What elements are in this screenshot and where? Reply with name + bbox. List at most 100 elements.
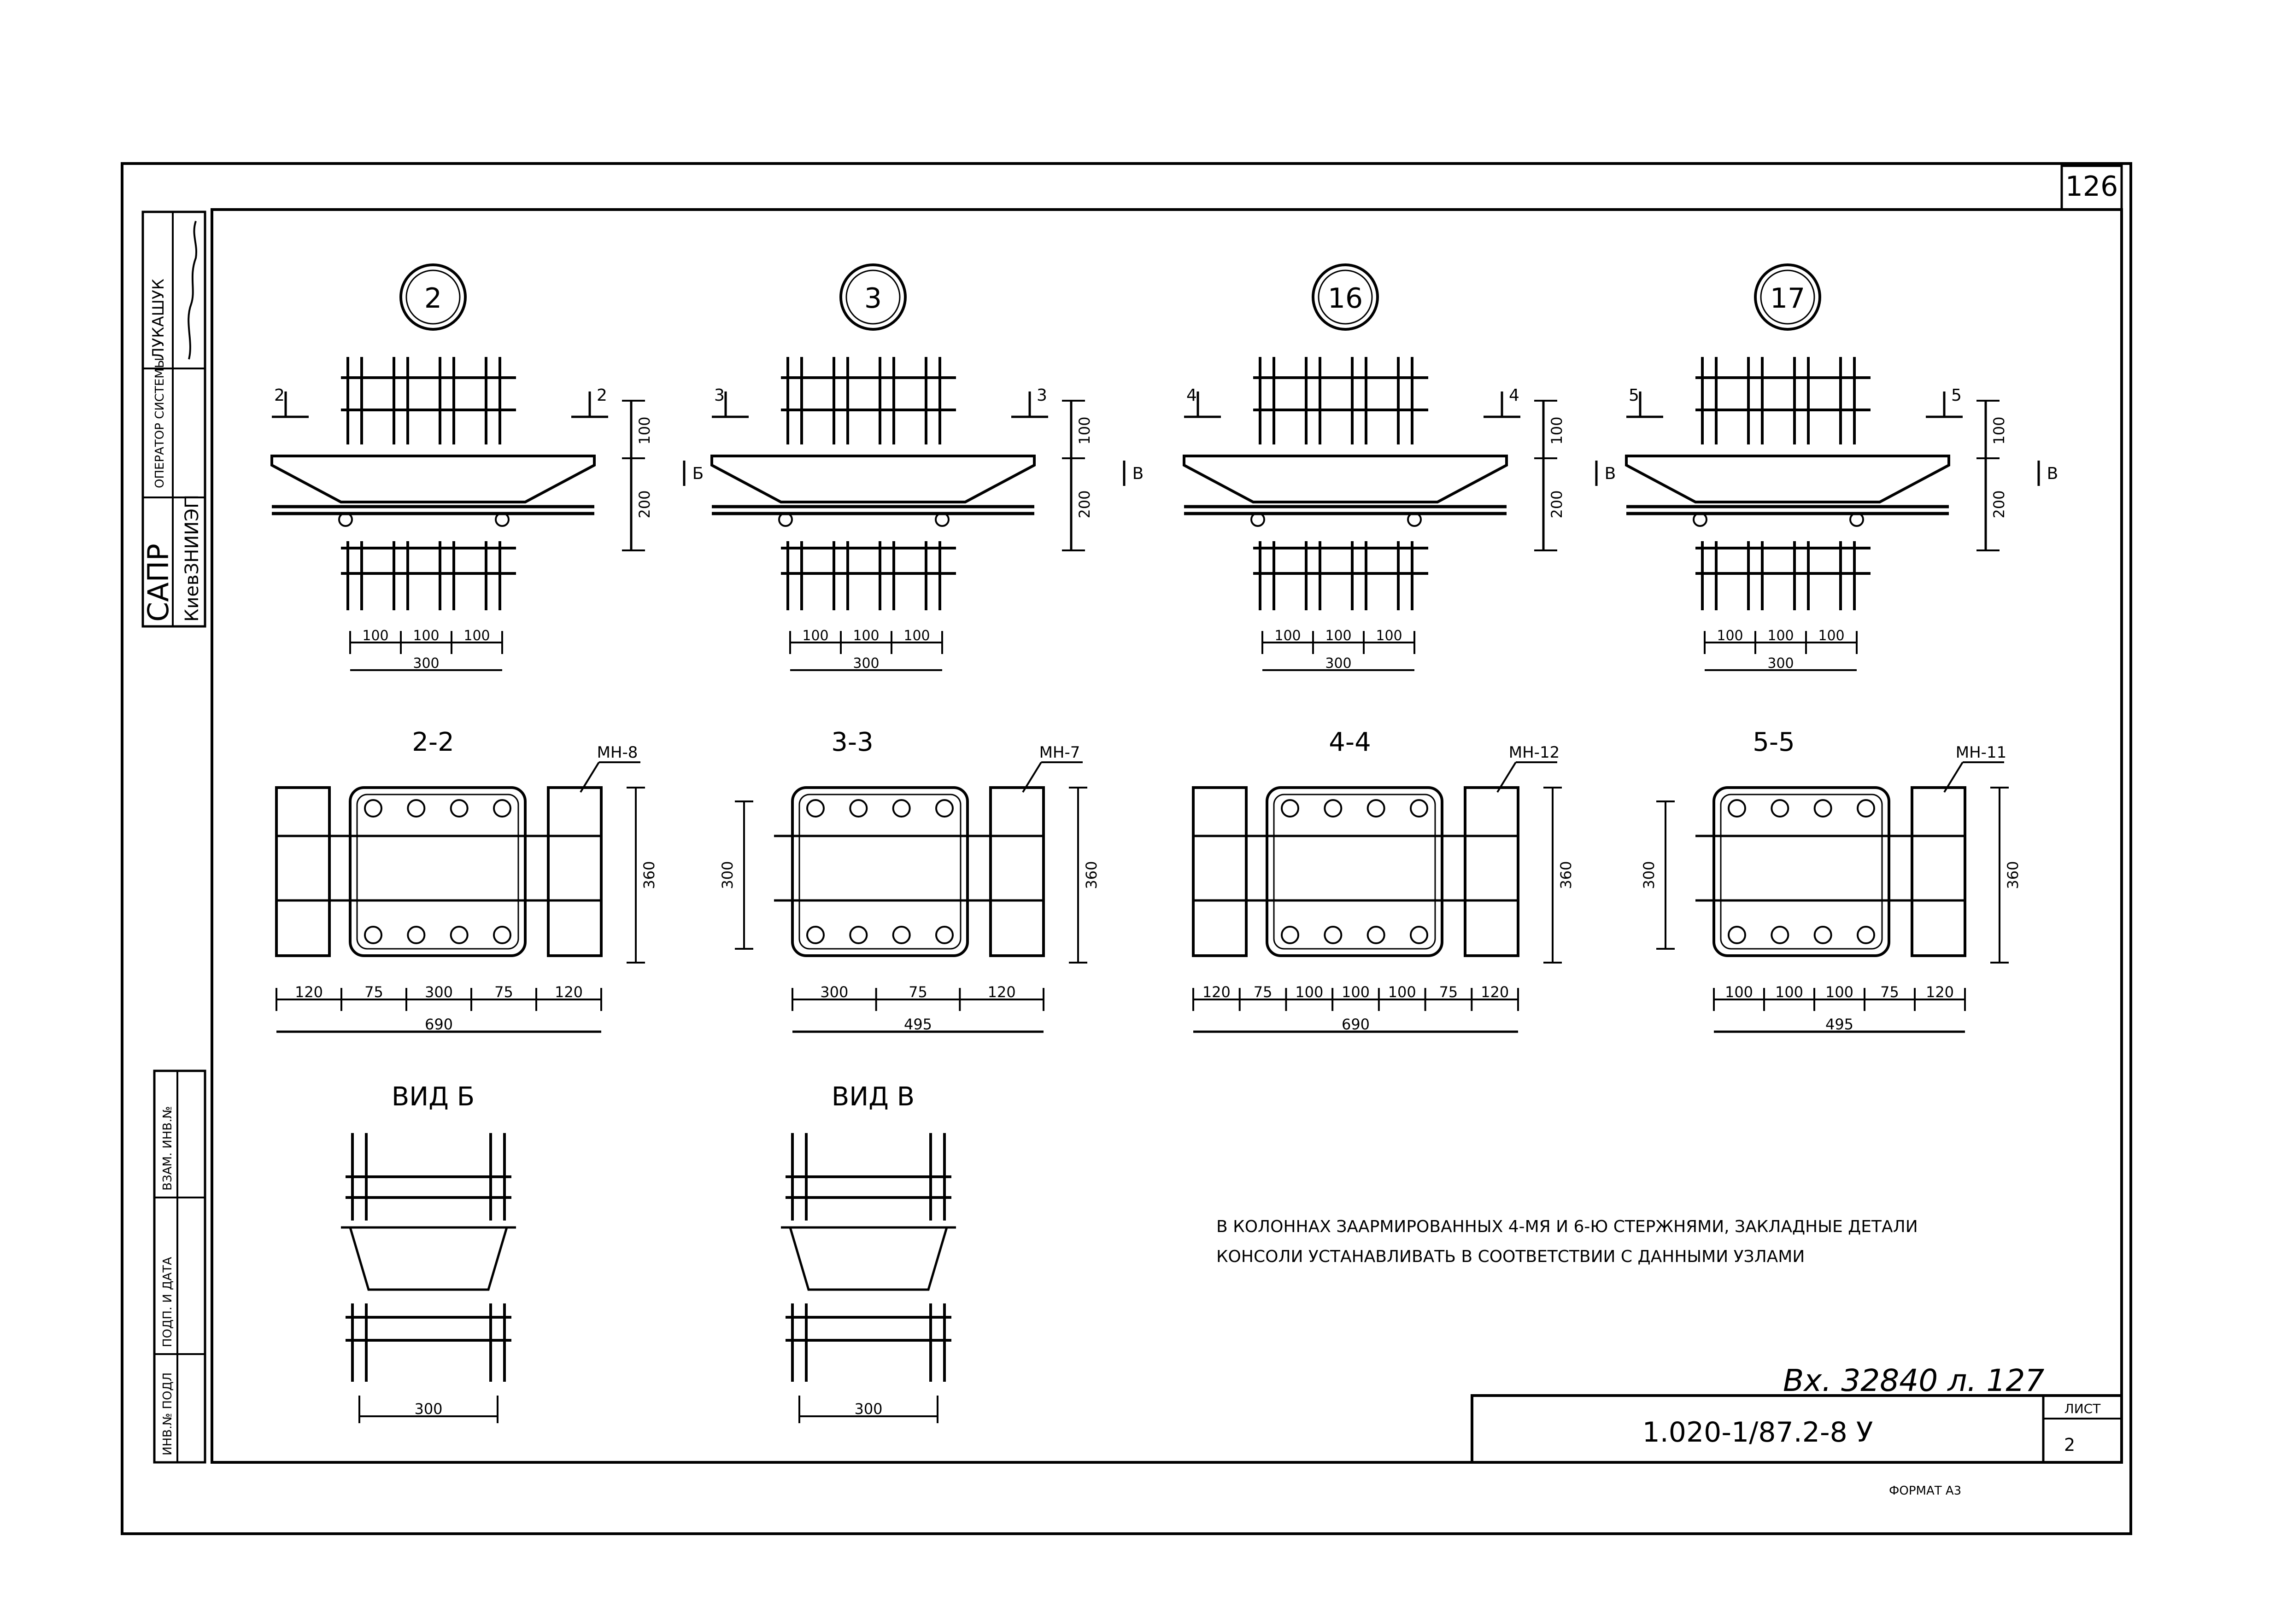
section-title: 4-4 xyxy=(1329,727,1371,757)
rebar-section xyxy=(1281,926,1299,944)
node-marker-inner xyxy=(1318,269,1373,325)
section-cut-label: 4 xyxy=(1186,386,1197,405)
view-arrow-label: В xyxy=(1605,464,1616,483)
dim-value: 120 xyxy=(1481,983,1509,1001)
dim-total: 300 xyxy=(1767,655,1794,672)
dim-value: 100 xyxy=(1767,628,1794,644)
rebar-section xyxy=(1410,926,1428,944)
leader-line xyxy=(580,761,600,793)
node-marker xyxy=(839,263,907,331)
rebar-section xyxy=(407,926,426,944)
node-marker-inner xyxy=(405,269,461,325)
anchor-circle xyxy=(935,512,950,527)
column-section xyxy=(1712,786,1890,957)
anchor-circle xyxy=(1250,512,1265,527)
column-stirrup xyxy=(798,794,962,950)
section-cut-label: 5 xyxy=(1629,386,1639,405)
section-cut-label: 5 xyxy=(1951,386,1962,405)
dim-value: 100 xyxy=(1325,628,1351,644)
rebar-section xyxy=(450,926,469,944)
dim-value: 100 xyxy=(1376,628,1402,644)
console-plate xyxy=(710,455,1036,503)
page-number: 126 xyxy=(2065,170,2118,203)
rebar-section xyxy=(1813,799,1832,818)
dim-total: 690 xyxy=(425,1016,453,1033)
leader-line xyxy=(1022,761,1042,793)
rebar-section xyxy=(1366,799,1385,818)
plate-mark: МН-11 xyxy=(1956,743,2006,762)
handwritten-ref: Вх. 32840 л. 127 xyxy=(1783,1363,2044,1398)
side-stamp-replace: ВЗАМ. ИНВ.№ xyxy=(161,1106,175,1191)
dim-value: 300 xyxy=(425,983,453,1001)
plate-right xyxy=(1911,786,1966,957)
dim-value: 360 xyxy=(1557,861,1575,889)
dim-value: 75 xyxy=(1880,983,1899,1001)
console-plate xyxy=(1183,455,1508,503)
dim-total: 690 xyxy=(1342,1016,1370,1033)
dim-value: 300 xyxy=(820,983,848,1001)
node-marker xyxy=(1312,263,1379,331)
stamp-org: КиевЗНИИЭП xyxy=(182,495,203,622)
dim-value: 100 xyxy=(463,628,490,644)
node-marker xyxy=(399,263,467,331)
stamp-system: САПР xyxy=(141,543,175,622)
dim-value: 360 xyxy=(640,861,658,889)
dim-value: 100 xyxy=(1725,983,1753,1001)
dim-value: 100 xyxy=(1717,628,1743,644)
note-line-2: КОНСОЛИ УСТАНАВЛИВАТЬ В СООТВЕТСТВИИ С Д… xyxy=(1216,1247,1805,1266)
dim-value: 100 xyxy=(853,628,879,644)
node-number: 16 xyxy=(1328,282,1363,315)
dim-value: 120 xyxy=(555,983,583,1001)
operator-signature xyxy=(188,221,197,360)
column-section xyxy=(349,786,527,957)
rebar-section xyxy=(450,799,469,818)
system-stamp: САПР КиевЗНИИЭП ОПЕРАТОР СИСТЕМЫ ЛУКАШУК xyxy=(141,210,206,628)
plate-left xyxy=(1192,786,1248,957)
node-number: 3 xyxy=(864,282,882,315)
anchor-circle xyxy=(1849,512,1864,527)
plate-mark: МН-8 xyxy=(597,743,638,762)
rebar-section xyxy=(1771,926,1789,944)
dim-value: 360 xyxy=(2004,861,2022,889)
rebar-section xyxy=(806,926,825,944)
title-block: 1.020-1/87.2-8 У ЛИСТ 2 Вх. 32840 л. 127 xyxy=(1471,1363,2123,1464)
rebar-section xyxy=(1857,799,1875,818)
anchor-circle xyxy=(338,512,353,527)
rebar-section xyxy=(935,926,954,944)
section-cut-label: 2 xyxy=(274,386,285,405)
leader-line xyxy=(1943,761,1964,793)
dim-value: 300 xyxy=(1640,861,1658,889)
dim-value: 200 xyxy=(636,490,653,518)
anchor-circle xyxy=(1693,512,1707,527)
dim-value: 100 xyxy=(903,628,930,644)
rebar-section xyxy=(407,799,426,818)
plate-right xyxy=(989,786,1045,957)
rebar-section xyxy=(1728,926,1746,944)
dim-value: 100 xyxy=(1818,628,1844,644)
rebar-section xyxy=(935,799,954,818)
dim-value: 120 xyxy=(988,983,1016,1001)
node-marker xyxy=(1754,263,1821,331)
rebar-section xyxy=(1324,926,1343,944)
node-marker-inner xyxy=(1760,269,1815,325)
column-section xyxy=(1266,786,1443,957)
sheet-label: ЛИСТ xyxy=(2064,1401,2101,1416)
dim-value: 75 xyxy=(1439,983,1458,1001)
section-cut-label: 3 xyxy=(714,386,725,405)
side-stamp: ИНВ.№ ПОДЛ ПОДП. И ДАТА ВЗАМ. ИНВ.№ xyxy=(153,1069,206,1464)
node-marker-inner xyxy=(845,269,901,325)
dim-value: 100 xyxy=(802,628,828,644)
note-line-1: В КОЛОННАХ ЗААРМИРОВАННЫХ 4-МЯ И 6-Ю СТЕ… xyxy=(1216,1217,1918,1236)
view-title: ВИД В xyxy=(832,1082,915,1112)
column-stirrup xyxy=(1720,794,1883,950)
dim-value: 100 xyxy=(1548,416,1566,444)
dim-value: 100 xyxy=(1342,983,1370,1001)
